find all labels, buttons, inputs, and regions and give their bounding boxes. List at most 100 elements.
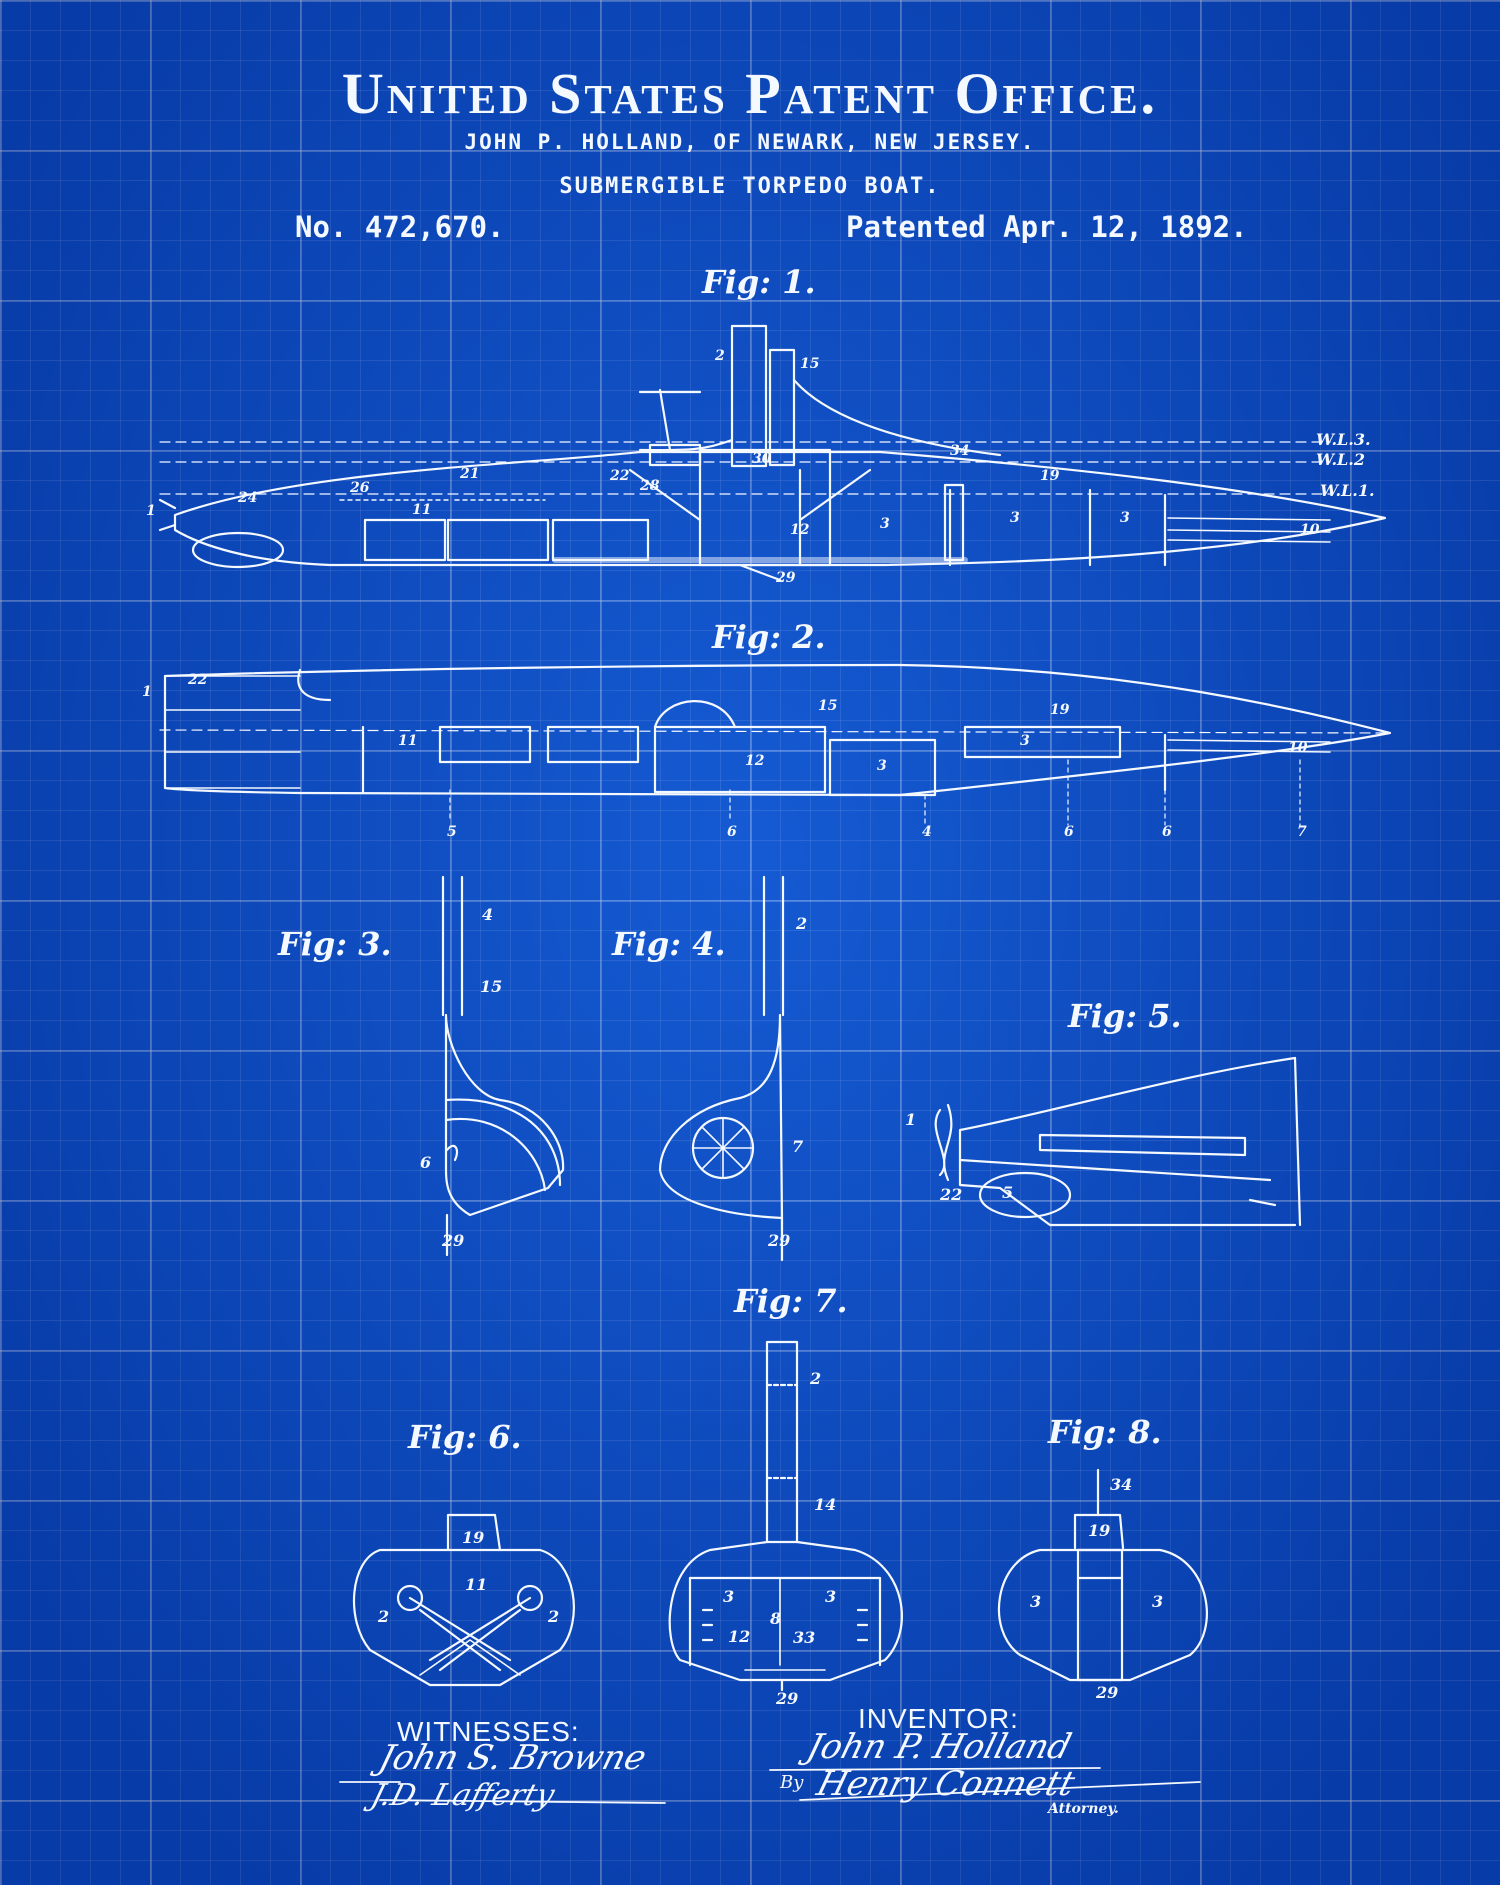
- inventor-line: JOHN P. HOLLAND, OF NEWARK, NEW JERSEY.: [464, 130, 1036, 154]
- fig-1-drawing: [158, 324, 1387, 582]
- svg-text:12: 12: [745, 753, 765, 769]
- svg-text:22: 22: [609, 468, 630, 484]
- by-label: By: [780, 1772, 804, 1793]
- svg-text:4: 4: [922, 824, 932, 840]
- inventor-signature: John P. Holland: [802, 1727, 1076, 1767]
- fig-3-numerals: 4 15 6 29: [420, 905, 502, 1250]
- svg-text:29: 29: [767, 1231, 790, 1250]
- wl1-label: W.L.1.: [1320, 481, 1375, 500]
- fig-7-drawing: [668, 1340, 903, 1692]
- wl3-label: W.L.3.: [1316, 430, 1371, 449]
- fig-2-drawing: [159, 663, 1392, 826]
- svg-text:5: 5: [447, 824, 457, 840]
- svg-text:3: 3: [1152, 1592, 1163, 1611]
- svg-text:3: 3: [825, 1587, 836, 1606]
- svg-text:8: 8: [769, 1609, 781, 1628]
- svg-text:7: 7: [792, 1137, 803, 1156]
- fig-8-label: Fig: 8.: [1048, 1413, 1162, 1451]
- svg-text:10: 10: [1300, 522, 1320, 538]
- attorney-signature: Henry Connett: [812, 1764, 1080, 1804]
- signature-flourishes: [339, 1767, 1201, 1804]
- inventor-label: INVENTOR:: [858, 1703, 1019, 1734]
- svg-text:19: 19: [1050, 702, 1070, 718]
- svg-text:6: 6: [1064, 824, 1074, 840]
- svg-text:14: 14: [814, 1495, 836, 1514]
- svg-text:19: 19: [462, 1528, 484, 1547]
- svg-text:3: 3: [723, 1587, 734, 1606]
- svg-text:3: 3: [1030, 1592, 1041, 1611]
- svg-text:6: 6: [727, 824, 737, 840]
- svg-text:11: 11: [465, 1575, 487, 1594]
- patent-office-title: United States Patent Office.: [341, 61, 1159, 126]
- fig-7-label: Fig: 7.: [734, 1282, 848, 1320]
- fig-5-drawing: [934, 1056, 1302, 1227]
- fig-4-label: Fig: 4.: [612, 925, 726, 963]
- svg-text:29: 29: [775, 1689, 798, 1708]
- svg-text:15: 15: [800, 356, 819, 372]
- fig-6-drawing: [352, 1513, 575, 1687]
- svg-text:22: 22: [939, 1185, 962, 1204]
- svg-text:2: 2: [714, 348, 725, 364]
- witnesses-label: WITNESSES:: [397, 1716, 580, 1747]
- svg-text:29: 29: [1095, 1683, 1118, 1702]
- fig-8-numerals: 34 19 3 3 29: [1030, 1475, 1163, 1702]
- fig-6-numerals: 19 11 2 2: [377, 1528, 559, 1626]
- fig-8-drawing: [997, 1468, 1208, 1682]
- fig-1-label: Fig: 1.: [702, 263, 816, 301]
- svg-text:4: 4: [482, 905, 493, 924]
- fig-2-numerals: 1 11 12 3 3 10 15 19 22 5 6 4 6 6 7: [142, 672, 1308, 840]
- fig-2-label: Fig: 2.: [712, 618, 826, 656]
- svg-text:15: 15: [818, 698, 837, 714]
- fig-4-drawing: [658, 875, 785, 1262]
- fig-5-label: Fig: 5.: [1068, 997, 1182, 1035]
- fig-4-numerals: 2 7 29: [767, 914, 807, 1250]
- svg-text:28: 28: [639, 478, 660, 494]
- fig-1-numerals: 1 3 3 3 10 11 12 19 21 22 24 26 28 29 30…: [146, 348, 1320, 586]
- svg-text:2: 2: [547, 1607, 559, 1626]
- svg-text:10: 10: [1288, 740, 1308, 756]
- svg-text:5: 5: [1002, 1183, 1013, 1202]
- svg-text:1: 1: [142, 684, 152, 700]
- svg-text:22: 22: [187, 672, 208, 688]
- fig-5-numerals: 1 22 5: [905, 1110, 1013, 1204]
- svg-text:26: 26: [349, 480, 370, 496]
- patent-number: No. 472,670.: [295, 210, 505, 244]
- svg-text:29: 29: [441, 1231, 464, 1250]
- svg-text:3: 3: [877, 758, 887, 774]
- svg-text:24: 24: [237, 490, 257, 506]
- wl2-label: W.L.2: [1316, 450, 1365, 469]
- svg-text:2: 2: [795, 914, 807, 933]
- svg-text:33: 33: [793, 1628, 815, 1647]
- svg-text:30: 30: [752, 451, 772, 467]
- witness-signature-2: J.D. Lafferty: [367, 1778, 559, 1813]
- svg-text:1: 1: [905, 1110, 916, 1129]
- svg-text:6: 6: [1162, 824, 1172, 840]
- svg-text:7: 7: [1297, 824, 1307, 840]
- witness-signature-1: John S. Browne: [374, 1738, 651, 1778]
- patent-date: Patented Apr. 12, 1892.: [846, 210, 1248, 244]
- fig-3-label: Fig: 3.: [278, 925, 392, 963]
- svg-text:34: 34: [950, 443, 969, 459]
- fig-7-numerals: 2 14 3 3 12 8 33 29: [723, 1369, 836, 1708]
- fig-6-label: Fig: 6.: [408, 1418, 522, 1456]
- svg-text:3: 3: [1120, 510, 1130, 526]
- svg-text:11: 11: [398, 733, 417, 749]
- svg-text:6: 6: [420, 1153, 431, 1172]
- svg-text:3: 3: [1020, 733, 1030, 749]
- attorney-label: Attorney.: [1048, 1801, 1119, 1817]
- fig-3-drawing: [441, 875, 565, 1257]
- svg-text:12: 12: [790, 522, 810, 538]
- svg-text:3: 3: [1010, 510, 1020, 526]
- svg-text:12: 12: [728, 1627, 750, 1646]
- svg-text:2: 2: [809, 1369, 821, 1388]
- svg-text:29: 29: [775, 570, 796, 586]
- svg-text:34: 34: [1110, 1475, 1132, 1494]
- svg-text:19: 19: [1088, 1521, 1110, 1540]
- svg-text:1: 1: [146, 503, 156, 519]
- svg-text:15: 15: [480, 977, 502, 996]
- svg-text:21: 21: [459, 466, 479, 482]
- svg-text:3: 3: [880, 516, 890, 532]
- svg-text:11: 11: [412, 502, 431, 518]
